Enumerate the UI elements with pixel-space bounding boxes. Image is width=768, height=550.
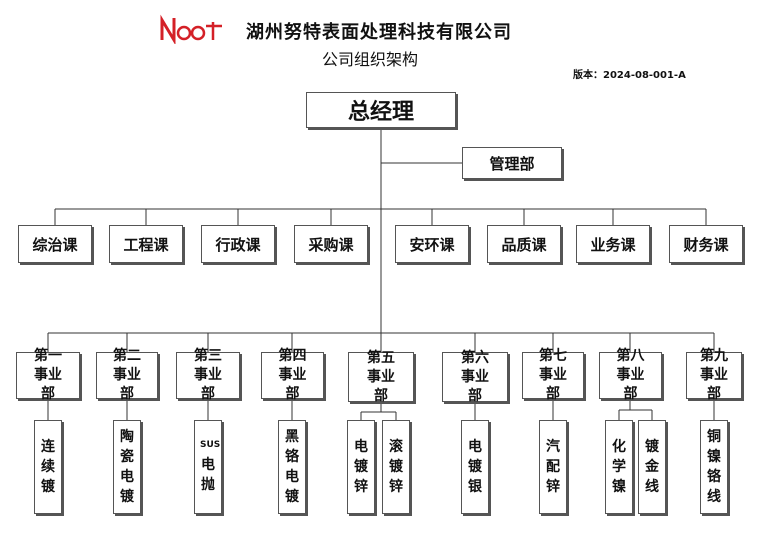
version-label: 版本：2024-08-001-A bbox=[573, 70, 686, 81]
management-dept-box: 管理部 bbox=[462, 147, 562, 179]
division-box-1: 第一事业部 bbox=[16, 348, 80, 402]
company-logo bbox=[160, 14, 222, 44]
section-box-6: 品质课 bbox=[487, 225, 561, 263]
chart-title: 公司组织架构 bbox=[322, 50, 419, 69]
process-box-5-2: 滚镀锌 bbox=[382, 420, 410, 514]
division-box-7: 第七事业部 bbox=[522, 348, 584, 402]
process-box-2-1: 陶瓷电镀 bbox=[113, 420, 141, 514]
process-box-1-1: 连续镀 bbox=[34, 420, 62, 514]
process-box-5-1: 电镀锌 bbox=[347, 420, 375, 514]
division-box-9: 第九事业部 bbox=[686, 348, 742, 402]
section-box-7: 业务课 bbox=[576, 225, 650, 263]
process-box-7-1: 汽配锌 bbox=[539, 420, 567, 514]
process-box-8-1: 化学镍 bbox=[605, 420, 633, 514]
division-box-4: 第四事业部 bbox=[261, 348, 324, 402]
process-box-9-1: 铜镍铬线 bbox=[700, 420, 728, 514]
section-box-1: 综治课 bbox=[18, 225, 92, 263]
division-box-3: 第三事业部 bbox=[176, 348, 240, 402]
section-box-5: 安环课 bbox=[395, 225, 469, 263]
section-box-3: 行政课 bbox=[201, 225, 275, 263]
section-box-2: 工程课 bbox=[109, 225, 183, 263]
process-box-6-1: 电镀银 bbox=[461, 420, 489, 514]
section-box-4: 采购课 bbox=[294, 225, 368, 263]
division-box-5: 第五事业部 bbox=[348, 350, 414, 404]
division-box-2: 第二事业部 bbox=[96, 348, 158, 402]
process-box-8-2: 镀金线 bbox=[638, 420, 666, 514]
division-box-6: 第六事业部 bbox=[442, 350, 508, 404]
section-box-8: 财务课 bbox=[669, 225, 743, 263]
company-name: 湖州努特表面处理科技有限公司 bbox=[246, 22, 512, 43]
process-box-4-1: 黑铬电镀 bbox=[278, 420, 306, 514]
division-box-8: 第八事业部 bbox=[599, 348, 662, 402]
general-manager-box: 总经理 bbox=[306, 92, 456, 128]
